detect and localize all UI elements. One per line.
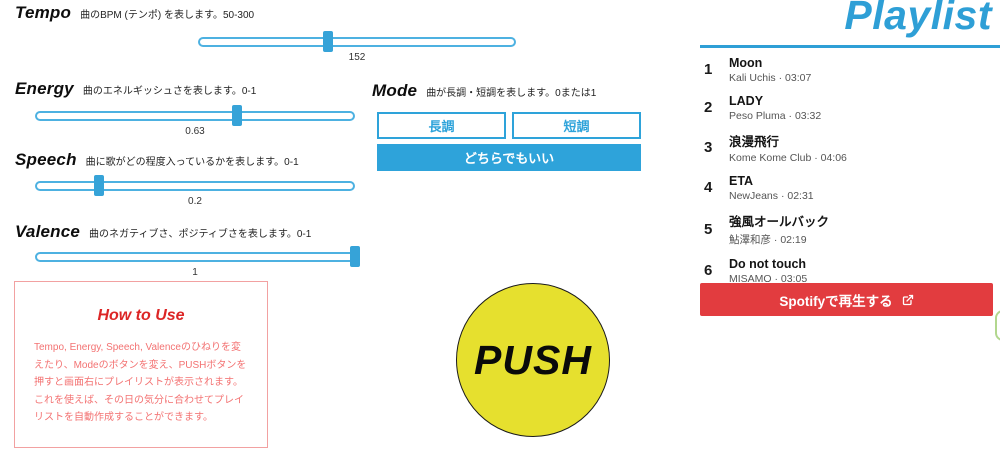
track-artist-time: MISAMO · 03:05: [729, 272, 808, 285]
external-link-icon: [902, 294, 913, 305]
speech-slider[interactable]: 0.2: [35, 175, 355, 207]
mode-major-button[interactable]: 長調: [377, 112, 506, 139]
track-artist-time: Kome Kome Club · 04:06: [729, 152, 847, 164]
track-title: ETA: [729, 173, 754, 188]
tempo-description: 曲のBPM (テンポ) を表します。50-300: [80, 10, 255, 21]
valence-slider-track[interactable]: [35, 252, 355, 262]
track-title: 浪漫飛行: [729, 135, 780, 149]
tempo-value: 152: [348, 52, 366, 63]
energy-section-header: Energy 曲のエネルギッシュさを表します。0-1: [15, 79, 256, 99]
track-title: 強風オールバック: [729, 215, 830, 229]
tempo-label: Tempo: [15, 3, 72, 22]
track-row: 2 LADY Peso Pluma · 03:32: [700, 93, 993, 122]
playlist-track-list: 1 Moon Kali Uchis · 03:07 2 LADY Peso Pl…: [700, 55, 993, 285]
track-number: 1: [704, 61, 713, 78]
track-artist-time: Peso Pluma · 03:32: [729, 109, 822, 122]
speech-slider-track[interactable]: [35, 181, 355, 191]
track-row: 1 Moon Kali Uchis · 03:07: [700, 55, 993, 84]
tempo-section-header: Tempo 曲のBPM (テンポ) を表します。50-300: [15, 3, 254, 23]
speech-slider-thumb[interactable]: [94, 175, 104, 196]
how-to-use-title: How to Use: [97, 307, 185, 324]
valence-description: 曲のネガティブさ、ポジティブさを表します。0-1: [89, 229, 312, 240]
track-number: 5: [704, 220, 713, 238]
speech-description: 曲に歌がどの程度入っているかを表します。0-1: [85, 157, 299, 168]
track-number: 6: [704, 262, 713, 279]
tempo-slider-track[interactable]: [198, 37, 516, 47]
spotify-play-button[interactable]: Spotifyで再生する: [700, 283, 993, 316]
track-artist-time: 鮎澤和彦 · 02:19: [729, 234, 807, 246]
valence-value: 1: [192, 267, 198, 278]
track-number: 2: [704, 99, 713, 116]
mode-either-button[interactable]: どちらでもいい: [377, 144, 641, 171]
mode-section-header: Mode 曲が長調・短調を表します。0または1: [372, 81, 596, 101]
speech-section-header: Speech 曲に歌がどの程度入っているかを表します。0-1: [15, 150, 299, 170]
track-title: Moon: [729, 55, 763, 70]
energy-label: Energy: [15, 79, 74, 98]
playlist-title: Playlist: [844, 0, 992, 38]
playlist-underline: [700, 45, 1000, 48]
tempo-slider[interactable]: 152: [198, 31, 516, 63]
track-number: 3: [704, 139, 713, 156]
track-row: 4 ETA NewJeans · 02:31: [700, 173, 993, 202]
energy-description: 曲のエネルギッシュさを表します。0-1: [82, 86, 257, 97]
energy-slider-track[interactable]: [35, 111, 355, 121]
how-to-use-body: Tempo, Energy, Speech, Valenceのひねりを変えたり、…: [34, 342, 247, 423]
spotify-play-button-label: Spotifyで再生する: [779, 293, 893, 309]
speech-value: 0.2: [188, 196, 202, 207]
tempo-slider-thumb[interactable]: [322, 31, 333, 52]
energy-slider[interactable]: 0.63: [35, 105, 355, 137]
valence-slider-thumb[interactable]: [350, 246, 360, 267]
track-artist-time: NewJeans · 02:31: [729, 189, 814, 202]
track-number: 4: [704, 179, 713, 196]
energy-slider-thumb[interactable]: [231, 105, 242, 126]
offscreen-green-button-edge[interactable]: [995, 310, 1000, 341]
valence-section-header: Valence 曲のネガティブさ、ポジティブさを表します。0-1: [15, 222, 311, 242]
mode-description: 曲が長調・短調を表します。0または1: [426, 88, 597, 99]
track-row: 3 浪漫飛行 Kome Kome Club · 04:06: [700, 131, 993, 164]
how-to-use-box: How to Use Tempo, Energy, Speech, Valenc…: [14, 281, 268, 448]
track-row: 6 Do not touch MISAMO · 03:05: [700, 256, 993, 285]
valence-label: Valence: [15, 222, 81, 241]
mode-minor-button[interactable]: 短調: [512, 112, 641, 139]
track-artist-time: Kali Uchis · 03:07: [729, 71, 812, 84]
push-button-label: PUSH: [474, 336, 592, 383]
track-row: 5 強風オールバック 鮎澤和彦 · 02:19: [700, 211, 993, 247]
mode-label: Mode: [372, 81, 418, 100]
push-button[interactable]: PUSH: [456, 283, 610, 437]
energy-value: 0.63: [185, 126, 205, 137]
valence-slider[interactable]: 1: [35, 246, 360, 278]
track-title: Do not touch: [729, 256, 807, 271]
speech-label: Speech: [15, 150, 77, 169]
track-title: LADY: [729, 93, 764, 108]
